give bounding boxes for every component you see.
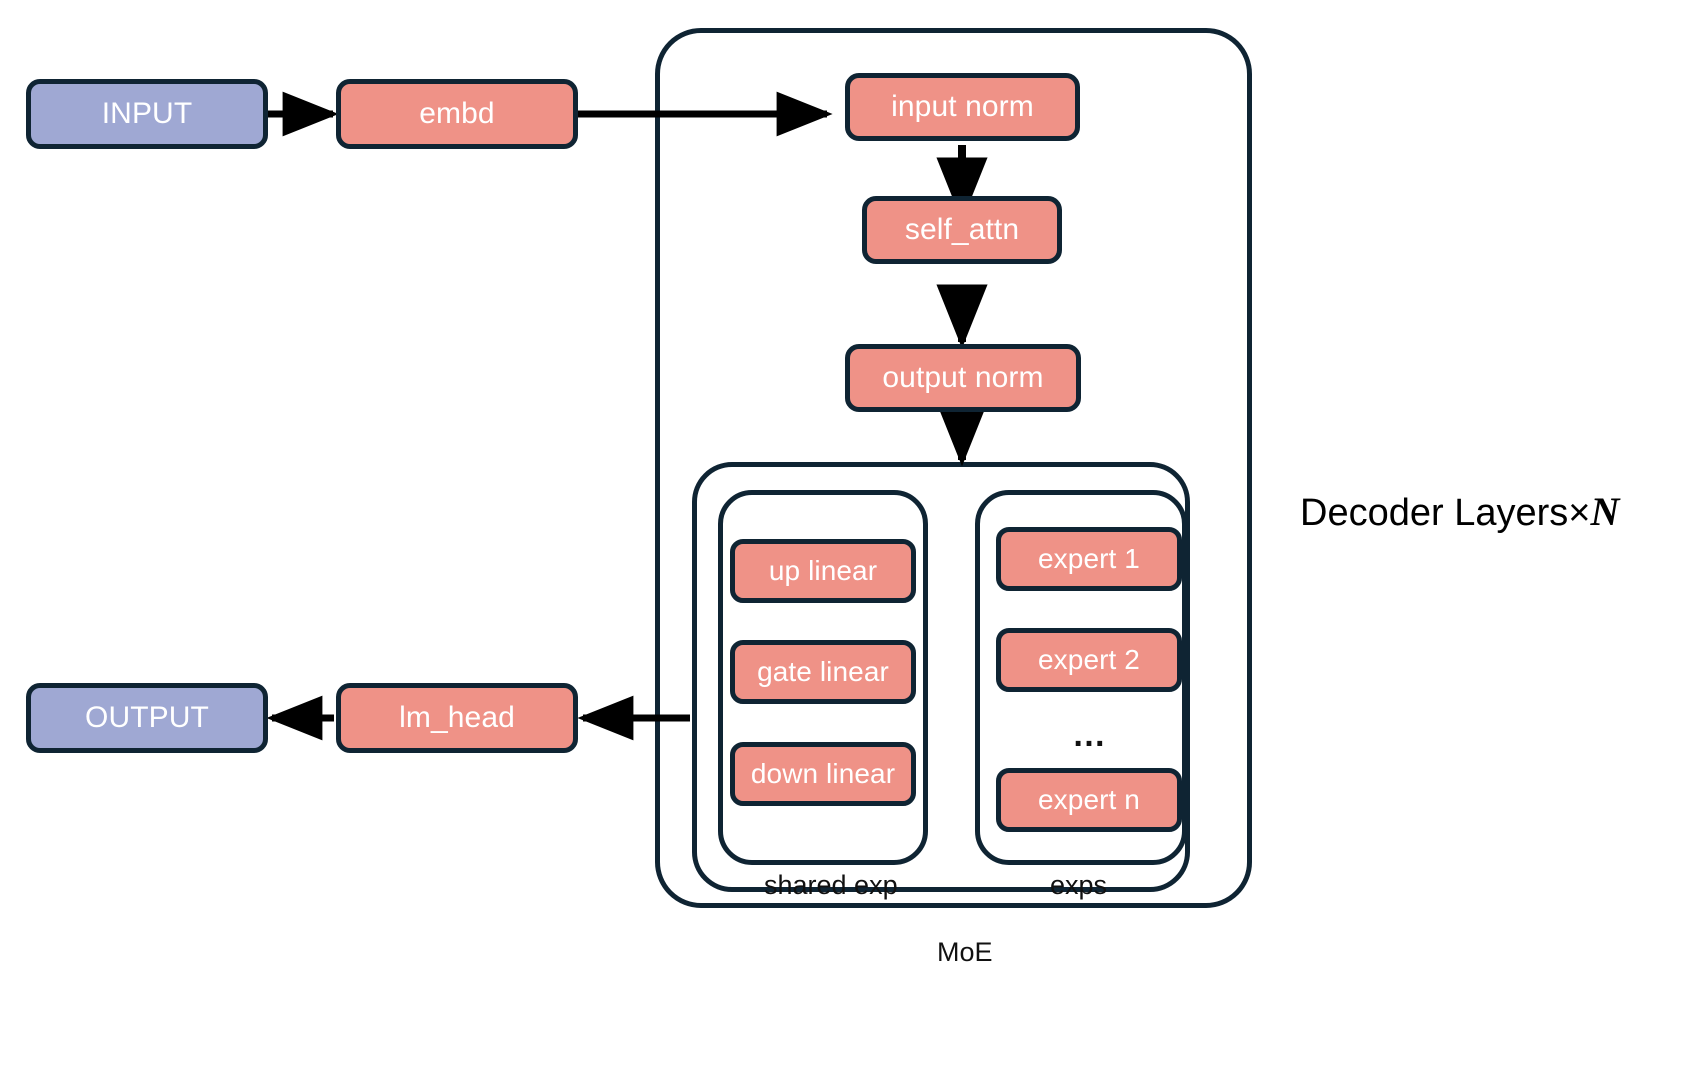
node-gate-linear[interactable]: gate linear xyxy=(730,640,916,704)
caption-moe: MoE xyxy=(937,937,993,967)
node-embd[interactable]: embd xyxy=(336,79,578,149)
node-lm-head[interactable]: lm_head xyxy=(336,683,578,753)
node-self-attn[interactable]: self_attn xyxy=(862,196,1062,264)
decoder-layers-repeat-symbol: N xyxy=(1590,489,1620,534)
node-expert-1[interactable]: expert 1 xyxy=(996,527,1182,591)
node-up-linear[interactable]: up linear xyxy=(730,539,916,603)
experts-container xyxy=(975,490,1187,865)
node-input-norm[interactable]: input norm xyxy=(845,73,1080,141)
decoder-layers-prefix: Decoder Layers× xyxy=(1300,492,1591,534)
node-input[interactable]: INPUT xyxy=(26,79,268,149)
caption-shared-exp: shared exp xyxy=(764,870,898,900)
node-down-linear[interactable]: down linear xyxy=(730,742,916,806)
node-expert-n[interactable]: expert n xyxy=(996,768,1182,832)
decoder-layers-label: Decoder Layers×N xyxy=(1300,489,1620,534)
expert-ellipsis: … xyxy=(1072,716,1109,754)
node-output[interactable]: OUTPUT xyxy=(26,683,268,753)
node-output-norm[interactable]: output norm xyxy=(845,344,1081,412)
node-expert-2[interactable]: expert 2 xyxy=(996,628,1182,692)
caption-exps: exps xyxy=(1050,870,1108,900)
decoder-layers-container xyxy=(655,28,1252,908)
shared-expert-container xyxy=(718,490,928,865)
